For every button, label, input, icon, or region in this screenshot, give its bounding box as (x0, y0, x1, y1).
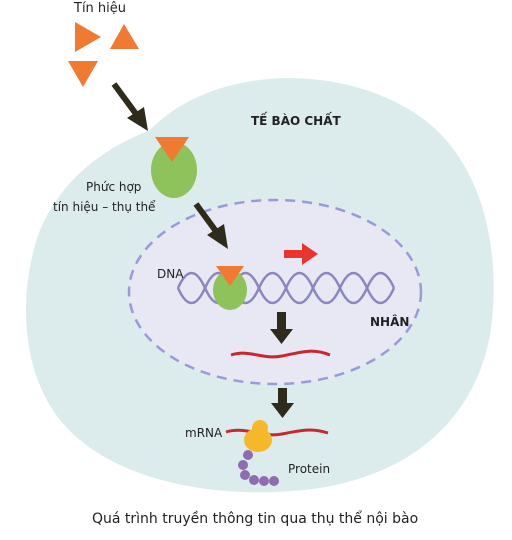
flow-arrow-head (207, 224, 228, 249)
receptor-complex (151, 142, 197, 198)
dna-bound-complex (213, 270, 247, 310)
caption: Quá trình truyền thông tin qua thụ thể n… (92, 511, 419, 527)
flow-arrow-head (127, 107, 148, 131)
dna-label: DNA (157, 267, 184, 281)
bound-signal (155, 137, 189, 162)
nucleus-label: NHÂN (370, 315, 410, 329)
protein-chain (238, 450, 279, 486)
cytoplasm-label: TẾ BÀO CHẤT (251, 114, 341, 128)
flow-arrow-head (270, 329, 293, 344)
transcription-direction-arrow-head (302, 243, 318, 265)
mrna-label: mRNA (185, 426, 223, 440)
complex-label-line2: tín hiệu – thụ thể (53, 200, 156, 214)
signal-molecule (75, 22, 101, 52)
signal-molecule (68, 61, 98, 87)
flow-arrow (111, 82, 142, 120)
signal-label: Tín hiệu (74, 1, 127, 16)
dna-bound-signal (216, 266, 244, 286)
flow-arrow-head (271, 403, 294, 418)
complex-label-line1: Phức hợp (86, 180, 142, 194)
flow-arrow (193, 202, 221, 236)
flow-arrow (278, 388, 287, 404)
cytoplasm-mrna (225, 428, 329, 437)
signal-molecule (110, 24, 139, 49)
nucleus (127, 198, 423, 386)
flow-arrow (277, 312, 286, 332)
protein-label: Protein (288, 462, 331, 476)
ribosome-small (252, 420, 268, 436)
transcription-direction-arrow (284, 250, 304, 258)
dna-strand (176, 271, 396, 305)
nuclear-mrna (230, 349, 331, 359)
